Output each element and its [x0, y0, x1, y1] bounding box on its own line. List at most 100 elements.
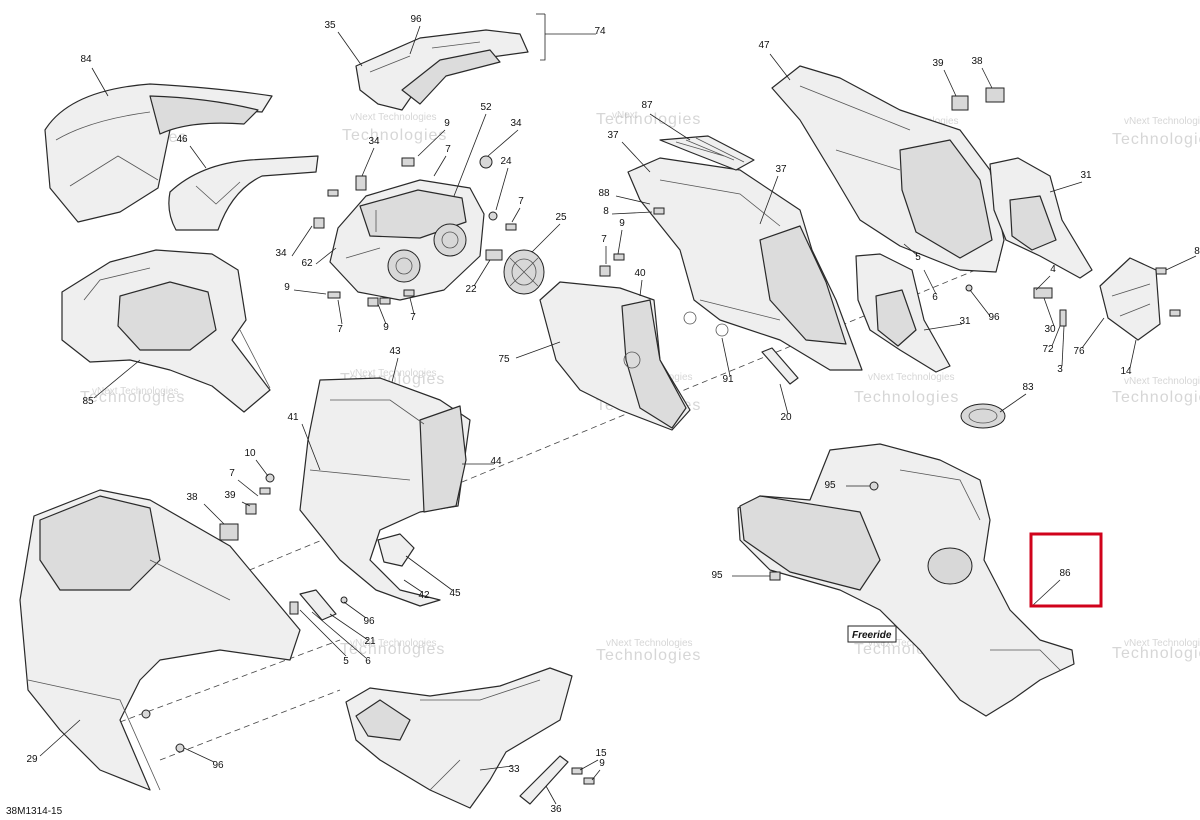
screw-icon: [583, 777, 595, 785]
part-87-grille: [659, 135, 755, 171]
watermark-text: vNext Technologies: [868, 638, 955, 649]
part-31-vent-upper: [989, 157, 1093, 279]
rivet-icon: [175, 743, 185, 753]
watermark-text: Technologies: [854, 389, 959, 406]
callout-96: 96: [410, 14, 422, 25]
callout-91: 91: [722, 374, 734, 385]
grommet-icon: [313, 217, 325, 229]
watermark-text: vNext Technologies: [1124, 638, 1200, 649]
nut-icon: [599, 265, 611, 277]
clip-icon: [985, 87, 1005, 103]
watermark-text: Technologies: [1112, 389, 1200, 406]
part-33-lower-center-panel: [345, 667, 573, 809]
callout-22: 22: [465, 284, 477, 295]
callout-87: 87: [641, 100, 653, 111]
part-84-hood-panel: [44, 83, 273, 223]
callout-75: 75: [498, 354, 510, 365]
callout-10: 10: [244, 448, 256, 459]
watermark-text: Technologies: [596, 111, 701, 128]
callout-30: 30: [1044, 324, 1056, 335]
part-86-console-panel: [737, 443, 1075, 717]
freeride-badge-box: [847, 625, 897, 643]
screw-icon: [505, 223, 517, 231]
figure-id: 38M1314-15: [6, 806, 63, 817]
washer-icon: [488, 211, 498, 221]
highlight-box-86: [1029, 532, 1103, 608]
part-62-headlight-housing: [329, 179, 485, 301]
watermark-text: vNext: [612, 110, 638, 121]
screw-icon: [379, 297, 391, 305]
rivet-icon: [965, 284, 973, 292]
watermark-text: vNext Technologies: [1124, 376, 1200, 387]
part-25-lamp-ring: [503, 249, 545, 295]
callout-7: 7: [601, 234, 607, 245]
callout-40: 40: [634, 268, 646, 279]
part-21-bracket: [289, 589, 348, 621]
callout-37: 37: [607, 130, 619, 141]
callout-7: 7: [337, 324, 343, 335]
clip-icon: [289, 601, 299, 615]
part-41-inner-panel: [299, 377, 471, 607]
screw-icon: [613, 253, 625, 261]
callout-7: 7: [410, 312, 416, 323]
callout-88: 88: [598, 188, 610, 199]
callout-39: 39: [932, 58, 944, 69]
screw-icon: [653, 207, 665, 215]
callout-9: 9: [284, 282, 290, 293]
screw-icon: [327, 189, 339, 197]
clip-icon: [245, 503, 257, 515]
watermark-text: Technologies: [1112, 645, 1200, 662]
callout-9: 9: [444, 118, 450, 129]
screw-icon: [259, 487, 271, 495]
callout-4: 4: [1050, 264, 1056, 275]
callout-34: 34: [368, 136, 380, 147]
part-35-trim-strip: [355, 29, 529, 111]
screw-icon: [401, 157, 415, 167]
freeride-badge-text: Freeride: [852, 630, 892, 641]
callout-5: 5: [343, 656, 349, 667]
callout-14: 14: [1120, 366, 1132, 377]
screw-icon: [327, 291, 341, 299]
latch-icon: [1033, 287, 1053, 299]
callout-37: 37: [775, 164, 787, 175]
callout-8: 8: [1194, 246, 1200, 257]
grommet-icon: [479, 155, 493, 169]
callout-95: 95: [824, 480, 836, 491]
clip-icon: [951, 95, 969, 111]
leader-bracket-74: [540, 14, 596, 61]
part-14-bracket: [1099, 257, 1161, 341]
callout-36: 36: [550, 804, 562, 815]
leader-lines: [39, 25, 1197, 805]
nut-icon: [367, 297, 379, 307]
callout-62: 62: [301, 258, 313, 269]
watermark-text: Technologies: [340, 641, 445, 658]
callout-7: 7: [518, 196, 524, 207]
part-37-side-panel: [627, 157, 863, 371]
bulb-socket-icon: [485, 249, 503, 261]
callout-38: 38: [186, 492, 198, 503]
part-29-lower-side-panel: [19, 489, 301, 791]
part-46-side-trim: [168, 155, 319, 231]
rivet-icon: [340, 596, 348, 604]
rivet-icon: [869, 481, 879, 491]
screw-icon: [1155, 267, 1167, 275]
watermark-text: vNext Technologies: [350, 638, 437, 649]
watermark-text: vNext Technologies: [606, 638, 693, 649]
callout-76: 76: [1073, 346, 1085, 357]
watermark-text: vNext Technologies: [92, 386, 179, 397]
callout-41: 41: [287, 412, 299, 423]
watermark-text: vNext Technologies: [350, 112, 437, 123]
callout-15: 15: [595, 748, 607, 759]
callout-72: 72: [1042, 344, 1054, 355]
callout-34: 34: [275, 248, 287, 259]
callout-7: 7: [229, 468, 235, 479]
callout-29: 29: [26, 754, 38, 765]
callout-83: 83: [1022, 382, 1034, 393]
hardware-cluster-headlight: [313, 155, 517, 307]
callout-5: 5: [915, 252, 921, 263]
callout-95: 95: [711, 570, 723, 581]
callout-9: 9: [383, 322, 389, 333]
callout-85: 85: [82, 396, 94, 407]
freeride-badge: Freeride: [847, 625, 897, 643]
